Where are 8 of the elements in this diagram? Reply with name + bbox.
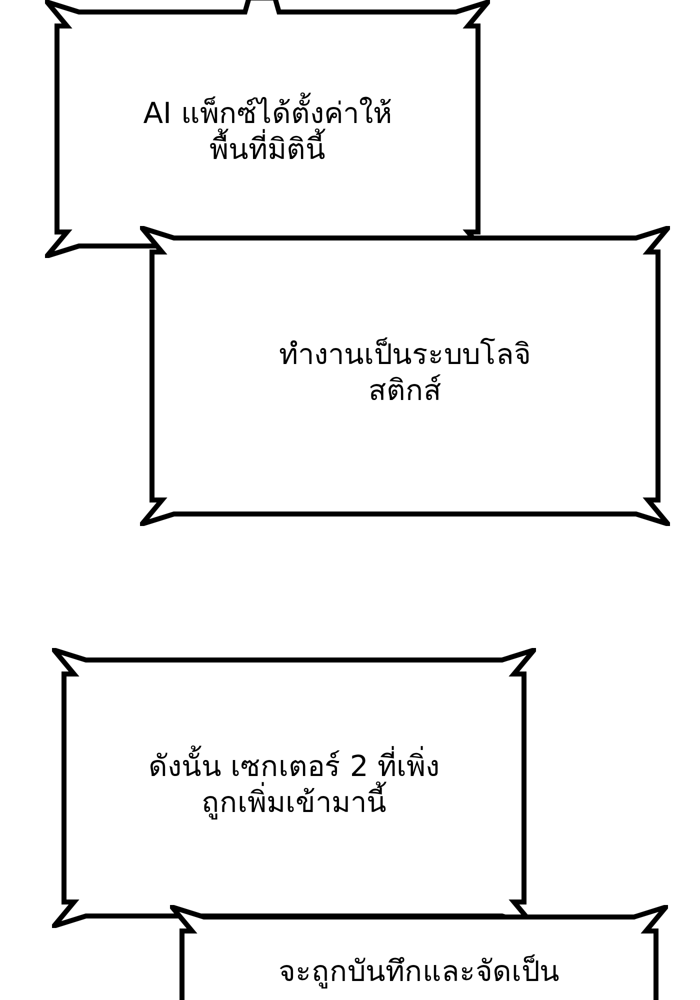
bubble-text: AI แพ็กซ์ได้ตั้งค่าให้พื้นที่มิตินี้ <box>132 95 402 168</box>
speech-bubble <box>140 226 670 526</box>
bubble-text: จะถูกบันทึกและจัดเป็น <box>278 953 560 990</box>
speech-bubble <box>52 648 536 928</box>
speech-bubble <box>45 0 490 258</box>
bubble-text: ดังนั้น เซกเตอร์ 2 ที่เพิ่งถูกเพิ่มเข้ามานี้ <box>134 748 454 820</box>
bubble-text: ทำงานเป็นระบบโลจิสติกส์ <box>278 336 532 408</box>
speech-bubble <box>170 905 668 1000</box>
